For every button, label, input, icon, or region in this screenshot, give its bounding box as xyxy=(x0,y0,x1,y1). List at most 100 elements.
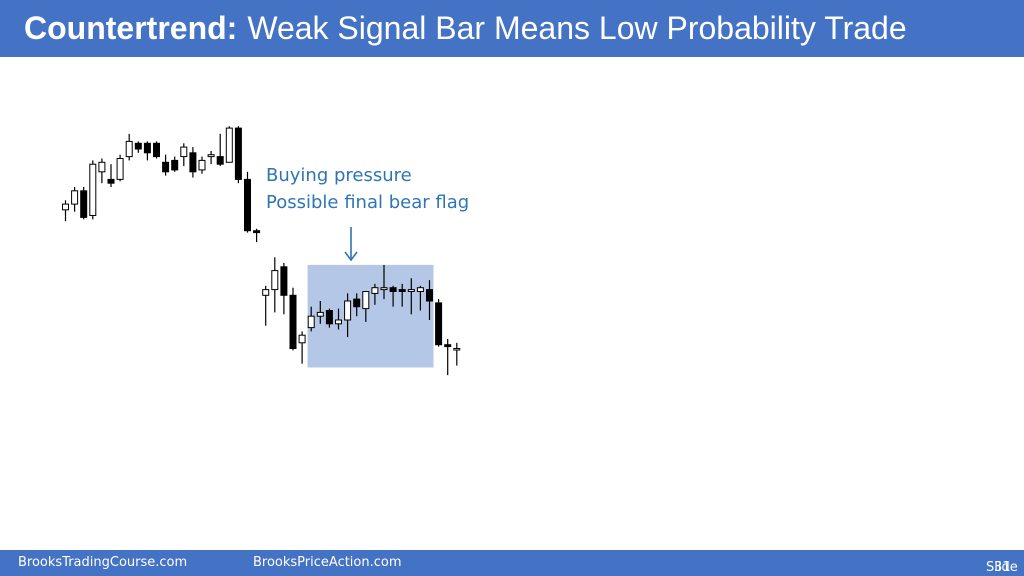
bull-candle-body xyxy=(116,158,124,180)
candle xyxy=(153,141,160,159)
bear-candle-body xyxy=(171,159,179,171)
title-rest: Weak Signal Bar Means Low Probability Tr… xyxy=(247,10,907,46)
candle xyxy=(344,293,352,338)
candle xyxy=(189,147,197,178)
bear-candle-body xyxy=(398,289,406,293)
bull-candle-body xyxy=(207,154,215,158)
bear-candle-body xyxy=(189,152,197,173)
bear-candle-body xyxy=(280,266,288,296)
bull-candle-body xyxy=(307,315,315,329)
bear-candle-body xyxy=(134,142,142,150)
candle xyxy=(253,228,261,243)
bear-candle-body xyxy=(444,344,452,348)
bear-candle-body xyxy=(253,230,261,234)
bull-candle-body xyxy=(362,291,370,310)
bull-candle-body xyxy=(453,348,461,351)
bull-candle-body xyxy=(407,289,415,293)
candlestick-chart xyxy=(62,126,461,376)
bear-candle-body xyxy=(216,156,224,165)
candle xyxy=(80,187,88,220)
candle xyxy=(234,126,242,184)
bull-candle-body xyxy=(262,289,270,296)
candle xyxy=(143,141,151,161)
candle xyxy=(62,200,69,222)
footer-left-link[interactable]: BrooksTradingCourse.com xyxy=(18,555,188,570)
slide-label: Slide xyxy=(986,560,1018,575)
bear-candle-body xyxy=(426,289,433,302)
bear-candle-body xyxy=(435,302,443,346)
candle xyxy=(335,308,342,330)
candle-layer xyxy=(62,126,461,376)
bull-candle-body xyxy=(371,287,379,294)
candle xyxy=(198,156,206,174)
candle xyxy=(289,287,297,351)
bull-candle-body xyxy=(380,287,388,291)
bear-candle-body xyxy=(107,178,115,184)
bear-candle-body xyxy=(162,161,170,173)
candle xyxy=(180,143,188,167)
candle xyxy=(389,285,397,307)
candle xyxy=(98,158,106,184)
candle xyxy=(89,160,97,220)
footer: BrooksTradingCourse.com BrooksPriceActio… xyxy=(0,550,1024,576)
bear-candle-body xyxy=(234,127,242,180)
candle xyxy=(171,156,179,172)
bear-candle-body xyxy=(325,310,333,325)
candle xyxy=(398,283,406,307)
candle xyxy=(307,306,315,332)
bear-candle-body xyxy=(153,142,160,158)
candle xyxy=(225,126,233,163)
candle xyxy=(107,164,115,187)
candle xyxy=(380,264,388,300)
candle xyxy=(316,301,324,324)
footer-center-link[interactable]: BrooksPriceAction.com xyxy=(253,555,402,570)
candle xyxy=(325,308,333,328)
bull-candle-body xyxy=(180,146,188,158)
title-bold: Countertrend: xyxy=(24,10,238,46)
candlestick-chart-area xyxy=(0,57,1024,550)
bull-candle-body xyxy=(298,334,306,344)
bull-candle-body xyxy=(316,311,324,317)
candle xyxy=(134,141,142,153)
bull-candle-body xyxy=(271,270,279,291)
candle xyxy=(453,342,461,366)
candle xyxy=(71,187,79,212)
candle xyxy=(444,339,452,376)
annotation-line-1: Buying pressure xyxy=(266,165,412,186)
slide-number: 31 xyxy=(994,560,1011,575)
down-arrow-icon xyxy=(344,227,358,262)
annotation-line-2: Possible final bear flag xyxy=(266,192,470,213)
bear-candle-body xyxy=(143,142,151,154)
bull-candle-body xyxy=(416,287,424,292)
candle xyxy=(116,154,124,182)
candle xyxy=(271,257,279,313)
bull-candle-body xyxy=(198,159,206,171)
annotation: Buying pressure Possible final bear flag xyxy=(266,162,469,216)
bull-candle-body xyxy=(62,203,69,211)
title-bar: Countertrend: Weak Signal Bar Means Low … xyxy=(0,0,1024,57)
bull-candle-body xyxy=(225,127,233,163)
candle xyxy=(162,154,170,176)
bear-candle-body xyxy=(353,298,361,308)
candle xyxy=(362,291,370,322)
bull-candle-body xyxy=(335,319,342,325)
candle xyxy=(416,285,424,311)
candle xyxy=(426,280,433,320)
candle xyxy=(353,293,361,317)
candle xyxy=(298,331,306,364)
candle xyxy=(280,263,288,315)
candle xyxy=(371,283,379,305)
bull-candle-body xyxy=(71,190,79,205)
bear-candle-body xyxy=(80,190,88,218)
candle xyxy=(125,133,133,161)
bear-candle-body xyxy=(389,287,397,292)
bull-candle-body xyxy=(89,163,97,216)
candle xyxy=(407,278,415,315)
candle xyxy=(216,133,224,167)
bull-candle-body xyxy=(125,140,133,158)
candle xyxy=(435,299,443,347)
bull-candle-body xyxy=(98,161,106,173)
candle xyxy=(262,285,270,326)
bull-candle-body xyxy=(344,300,352,321)
bear-candle-body xyxy=(244,178,251,232)
